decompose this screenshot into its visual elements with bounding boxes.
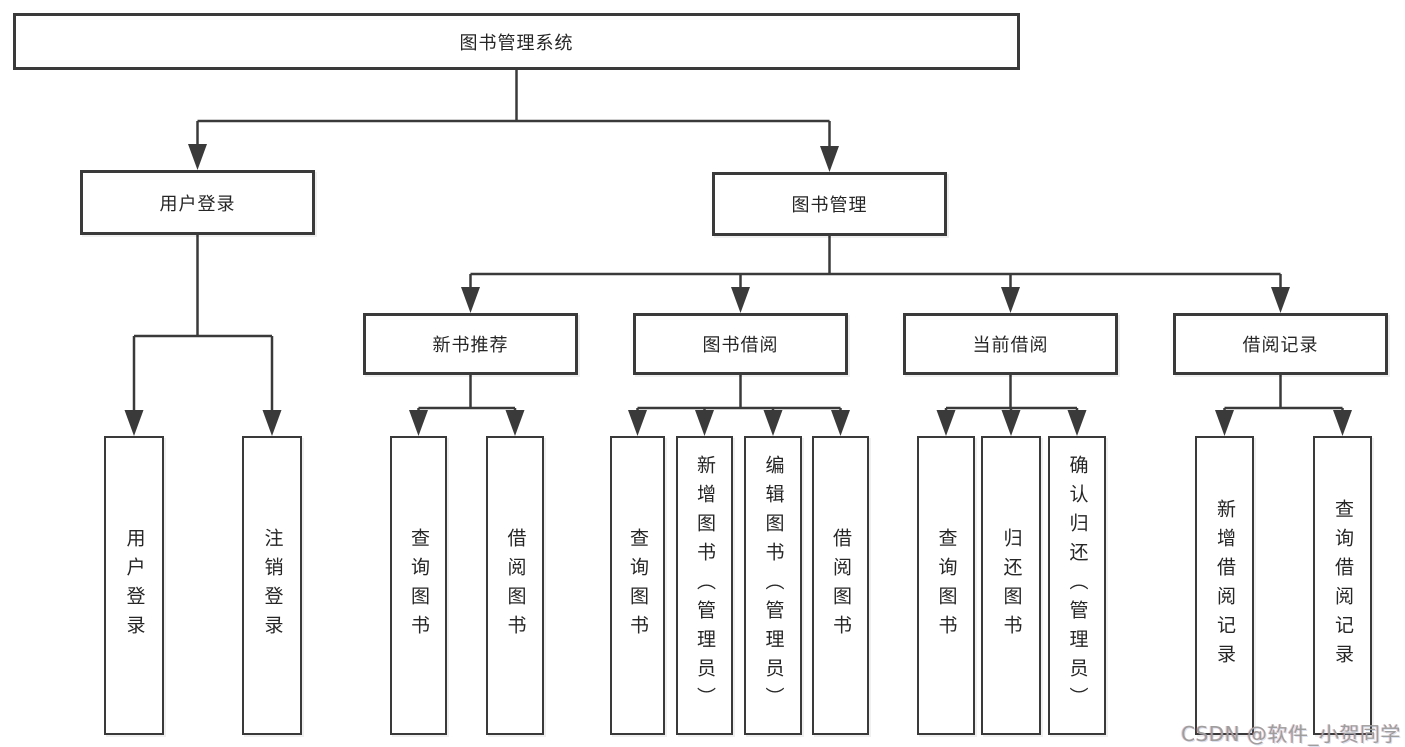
arrow-down-icon	[1333, 410, 1352, 436]
arrow-down-icon	[461, 287, 480, 313]
arrow-down-icon	[409, 410, 428, 436]
leaf-add-borrow-record: 新增借阅记录	[1195, 436, 1254, 735]
arrow-down-icon	[831, 410, 850, 436]
arrow-down-icon	[505, 410, 525, 436]
arrow-down-icon	[731, 287, 750, 313]
leaf-user-login: 用户登录	[104, 436, 164, 735]
arrow-down-icon	[1271, 287, 1290, 313]
node-library-management-system: 图书管理系统	[13, 13, 1020, 70]
node-user-login: 用户登录	[80, 170, 315, 235]
arrow-down-icon	[695, 410, 714, 436]
arrow-down-icon	[1215, 410, 1234, 436]
leaf-query-borrow-record: 查询借阅记录	[1313, 436, 1372, 735]
arrow-down-icon	[1001, 410, 1021, 436]
node-borrowing-records: 借阅记录	[1173, 313, 1388, 375]
leaf-newbook-borrow-books: 借阅图书	[486, 436, 544, 735]
arrow-down-icon	[628, 410, 647, 436]
leaf-return-books: 归还图书	[981, 436, 1041, 735]
csdn-watermark: CSDN @软件_小贺同学	[1181, 722, 1401, 746]
leaf-logout: 注销登录	[242, 436, 302, 735]
arrow-down-icon	[1001, 287, 1020, 313]
leaf-confirm-return-admin: 确认归还（管理员）	[1048, 436, 1106, 735]
node-book-management: 图书管理	[712, 172, 947, 236]
node-book-borrowing: 图书借阅	[633, 313, 848, 375]
leaf-borrow-books: 借阅图书	[812, 436, 869, 735]
arrow-down-icon	[936, 410, 956, 436]
leaf-edit-books-admin: 编辑图书（管理员）	[744, 436, 802, 735]
node-new-book-recommendation: 新书推荐	[363, 313, 578, 375]
arrow-down-icon	[763, 410, 783, 436]
leaf-borrow-query-books: 查询图书	[610, 436, 665, 735]
arrow-down-icon	[124, 410, 144, 436]
arrow-down-icon	[262, 410, 282, 436]
arrow-down-icon	[188, 144, 207, 170]
leaf-current-query-books: 查询图书	[917, 436, 975, 735]
leaf-add-books-admin: 新增图书（管理员）	[676, 436, 733, 735]
node-current-borrowing: 当前借阅	[903, 313, 1118, 375]
arrow-down-icon	[1067, 410, 1087, 436]
leaf-newbook-query-books: 查询图书	[390, 436, 447, 735]
arrow-down-icon	[820, 146, 839, 172]
